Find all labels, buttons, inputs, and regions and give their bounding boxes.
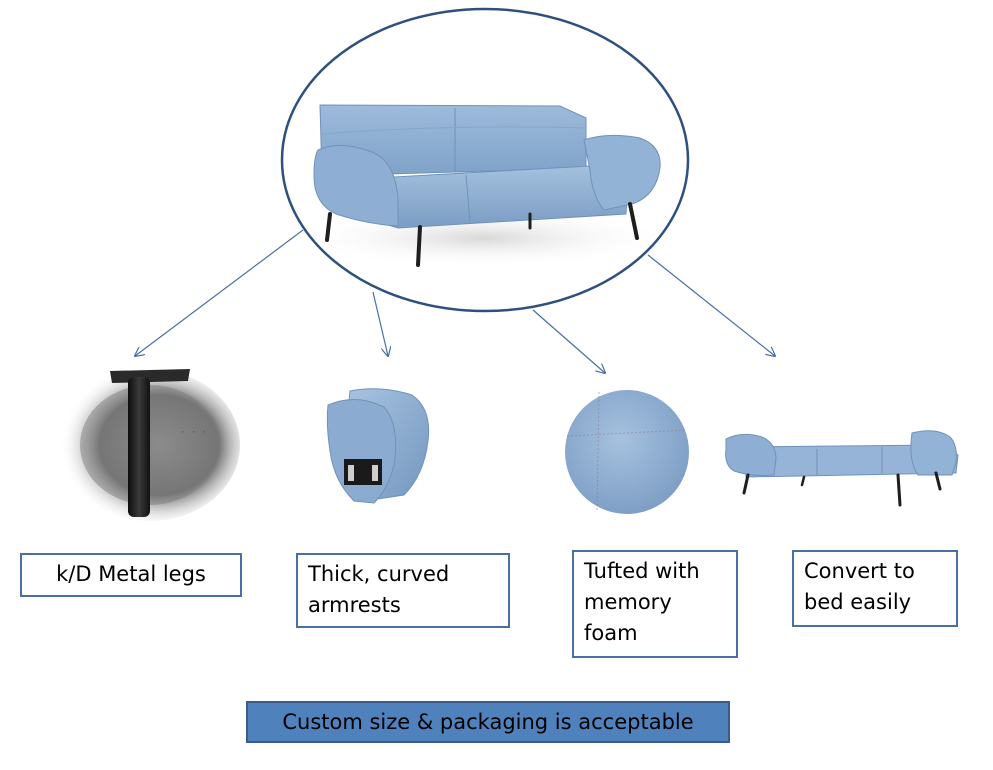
fabric-swatch-icon xyxy=(565,390,689,514)
sofa-bed-icon xyxy=(725,430,959,507)
feature-label-foam: Tufted with memory foam xyxy=(572,550,738,658)
arrow-to-armrests xyxy=(372,291,388,356)
custom-size-banner: Custom size & packaging is acceptable xyxy=(246,701,730,743)
arrow-to-bed xyxy=(647,254,775,356)
arrow-to-fabric xyxy=(532,309,605,373)
feature-label-bed: Convert to bed easily xyxy=(792,550,958,627)
feature-label-armrests: Thick, curved armrests xyxy=(296,553,510,628)
svg-text:· · ·: · · · xyxy=(180,428,207,438)
arrow-to-legs xyxy=(135,229,304,356)
feature-label-legs: k/D Metal legs xyxy=(20,553,242,597)
highlight-ellipse xyxy=(280,7,690,313)
armrest-icon xyxy=(326,388,430,504)
sofa-icon xyxy=(280,7,690,313)
metal-leg-icon: · · · xyxy=(60,369,240,521)
